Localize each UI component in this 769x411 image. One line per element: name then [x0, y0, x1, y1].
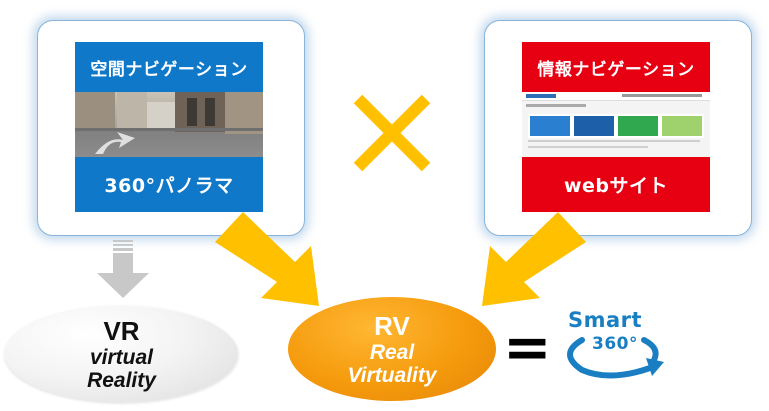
- street-panorama-image: [75, 92, 263, 157]
- smart360-logo: Smart 360°: [560, 308, 670, 388]
- vr-line1: virtual: [89, 346, 154, 369]
- vr-ellipse: VR virtual Reality: [5, 306, 238, 402]
- panorama-label: 360°パノラマ: [75, 157, 263, 212]
- smart-word: Smart: [568, 308, 643, 332]
- vr-abbr: VR: [103, 316, 140, 346]
- rv-abbr: RV: [374, 311, 410, 341]
- down-arrow-icon: [97, 240, 149, 298]
- site-thumbnail-green: [616, 114, 660, 138]
- smart-360-number: 360°: [592, 334, 638, 354]
- rv-line2: Virtuality: [347, 364, 437, 387]
- arrow-left-to-rv-icon: [215, 212, 319, 306]
- website-card: 情報ナビゲーション webサイト: [522, 42, 710, 212]
- panorama-card: 空間ナビゲーション 360°パノラマ: [75, 42, 263, 212]
- rv-ellipse: RV Real Virtuality: [288, 297, 496, 401]
- website-screenshot: [522, 92, 710, 157]
- information-navigation-title: 情報ナビゲーション: [522, 42, 710, 92]
- multiply-sign-icon: [353, 94, 431, 172]
- site-thumbnail-light: [660, 114, 704, 138]
- site-thumbnail-navy: [572, 114, 616, 138]
- arrow-right-to-rv-icon: [482, 212, 586, 306]
- rotate-arrow-icon: [567, 337, 664, 379]
- spatial-navigation-title: 空間ナビゲーション: [75, 42, 263, 92]
- rv-line1: Real: [369, 341, 415, 364]
- vr-line2: Reality: [87, 369, 156, 392]
- site-thumbnail-blue: [528, 114, 572, 138]
- website-label: webサイト: [522, 157, 710, 212]
- equals-sign: =: [503, 313, 552, 381]
